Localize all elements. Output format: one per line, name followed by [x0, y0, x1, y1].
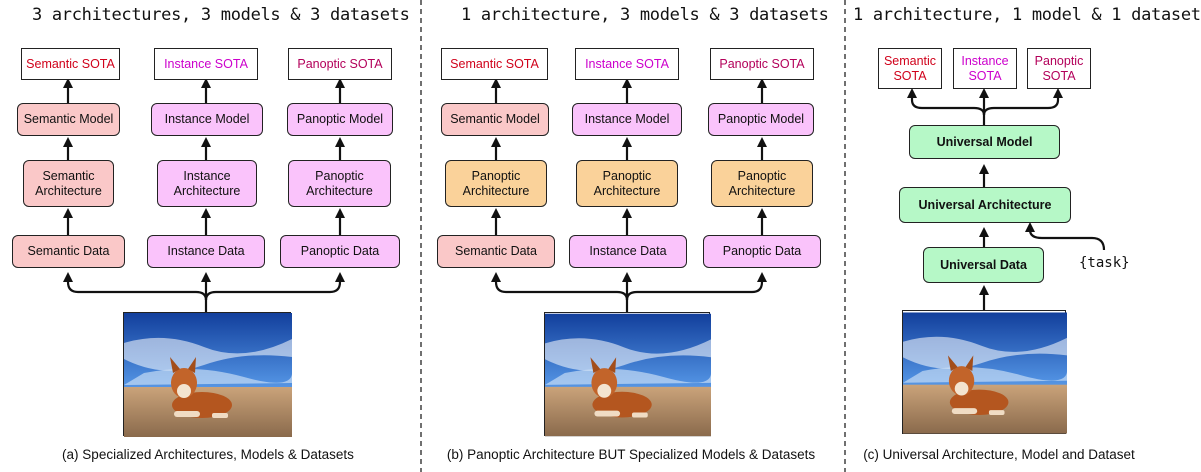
panel-a-arrows [63, 78, 345, 312]
arrows-layer [63, 0, 1106, 472]
panel-b-semantic-data: Semantic Data [437, 235, 555, 268]
panel-c-caption: (c) Universal Architecture, Model and Da… [863, 447, 1135, 462]
panel-a-panoptic-model: Panoptic Model [287, 103, 393, 136]
panel-c-title: 1 architecture, 1 model & 1 dataset [853, 5, 1201, 25]
panel-a-instance-data: Instance Data [147, 235, 265, 268]
panel-c-panoptic-sota: Panoptic SOTA [1027, 48, 1091, 89]
panel-a-caption: (a) Specialized Architectures, Models & … [62, 447, 354, 462]
panel-b-caption: (b) Panoptic Architecture BUT Specialize… [446, 447, 816, 462]
panel-b-panoptic-model: Panoptic Model [708, 103, 814, 136]
panel-c-arrows [907, 88, 1106, 310]
panel-c-dog-photo [902, 310, 1068, 434]
panel-b-semantic-sota: Semantic SOTA [441, 48, 548, 80]
panel-b-panoptic-data: Panoptic Data [703, 235, 821, 268]
panel-c-universal-data: Universal Data [923, 247, 1044, 283]
panel-a-dog-photo [123, 312, 293, 437]
panel-b-semantic-model: Semantic Model [441, 103, 549, 136]
panel-b-dog-photo [544, 312, 712, 437]
panel-b-arrows [491, 78, 767, 312]
panel-a-semantic-sota: Semantic SOTA [21, 48, 120, 80]
panel-b-panoptic-architecture-1: Panoptic Architecture [445, 160, 547, 207]
panel-a-semantic-data: Semantic Data [12, 235, 125, 268]
panel-b-instance-model: Instance Model [572, 103, 682, 136]
panel-a-instance-model: Instance Model [151, 103, 263, 136]
panel-a-panoptic-sota: Panoptic SOTA [288, 48, 392, 80]
panel-c-semantic-sota: Semantic SOTA [878, 48, 942, 89]
panel-b-panoptic-sota: Panoptic SOTA [710, 48, 814, 80]
panel-a-semantic-architecture: Semantic Architecture [23, 160, 114, 207]
task-token: {task} [1079, 255, 1130, 271]
panel-a-panoptic-architecture: Panoptic Architecture [288, 160, 391, 207]
panel-b-title: 1 architecture, 3 models & 3 datasets [461, 5, 829, 25]
panel-b-instance-sota: Instance SOTA [575, 48, 679, 80]
panel-c-universal-model: Universal Model [909, 125, 1060, 159]
panel-c-instance-sota: Instance SOTA [953, 48, 1017, 89]
panel-b-instance-data: Instance Data [569, 235, 687, 268]
panel-a-semantic-model: Semantic Model [17, 103, 120, 136]
panel-a-panoptic-data: Panoptic Data [280, 235, 400, 268]
panel-a-instance-sota: Instance SOTA [154, 48, 258, 80]
panel-a-title: 3 architectures, 3 models & 3 datasets [32, 5, 410, 25]
panel-b-panoptic-architecture-2: Panoptic Architecture [576, 160, 678, 207]
panel-b-panoptic-architecture-3: Panoptic Architecture [711, 160, 813, 207]
panel-a-instance-architecture: Instance Architecture [157, 160, 257, 207]
panel-c-universal-architecture: Universal Architecture [899, 187, 1071, 223]
